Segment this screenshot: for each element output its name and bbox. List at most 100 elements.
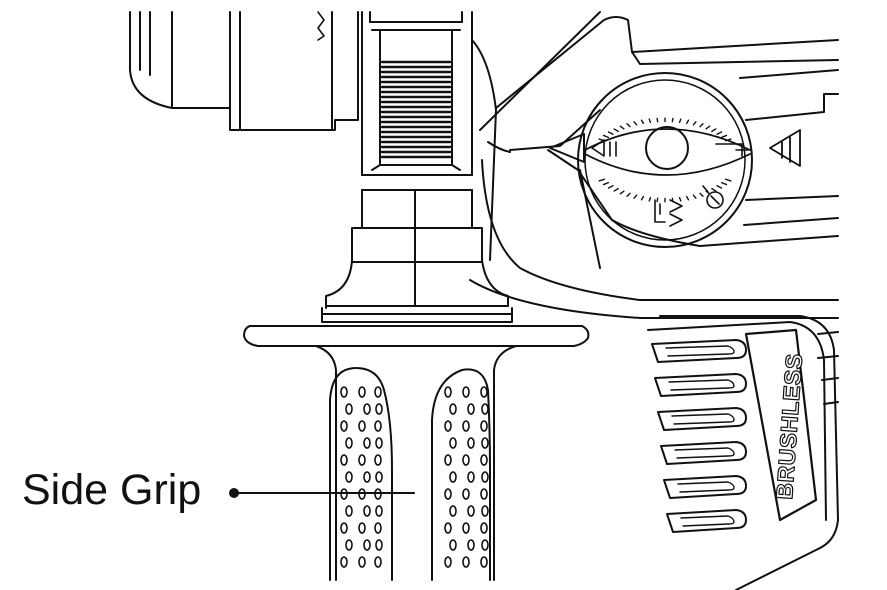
dial-tooth	[656, 197, 659, 203]
dial-tooth	[626, 192, 631, 197]
dial-tooth	[648, 196, 652, 202]
grip-fin-inner	[674, 447, 735, 459]
dial-tooth	[619, 190, 625, 195]
texture-dot	[462, 522, 470, 534]
dial-tooth	[671, 117, 674, 123]
dial-tooth	[716, 131, 723, 135]
texture-dot	[462, 420, 470, 432]
texture-dot	[345, 539, 353, 551]
dial-tooth	[602, 134, 610, 139]
dial-tooth	[678, 118, 682, 124]
texture-dot	[481, 471, 489, 483]
texture-dot	[449, 471, 457, 483]
dial-tooth	[699, 192, 704, 197]
dial-tooth	[607, 131, 614, 135]
dial-tooth	[699, 123, 704, 128]
grip-fin	[657, 407, 747, 431]
dial-tooth	[692, 194, 697, 199]
side-grip-label: Side Grip	[22, 466, 202, 514]
texture-dot	[375, 471, 383, 483]
dial-tooth	[711, 128, 717, 133]
grip-fin-inner	[677, 481, 735, 493]
dial-tooth	[724, 178, 732, 182]
texture-dot	[444, 386, 452, 398]
grip-fin	[666, 509, 747, 533]
texture-dot	[480, 386, 488, 398]
dial-tooth	[692, 121, 697, 126]
texture-dot	[444, 454, 452, 466]
texture-dot	[374, 420, 382, 432]
side-grip-handle	[315, 345, 517, 581]
texture-dot	[374, 522, 382, 534]
dial-tooth	[720, 134, 728, 139]
dial-tooth	[648, 118, 652, 124]
dial-tooth	[619, 125, 625, 130]
texture-dot	[449, 437, 457, 449]
drill-mode-icon	[591, 139, 617, 157]
texture-dot	[363, 471, 371, 483]
grip-fins	[651, 339, 747, 533]
dial-tooth	[626, 123, 631, 128]
texture-dot	[481, 437, 489, 449]
texture-dot	[374, 454, 382, 466]
texture-dot	[374, 556, 382, 568]
motor-housing	[469, 11, 839, 319]
texture-dot	[467, 437, 475, 449]
dial-tooth	[598, 178, 606, 182]
texture-dot	[345, 471, 353, 483]
texture-dot	[358, 556, 366, 568]
texture-dot	[444, 488, 452, 500]
grip-fin-inner	[680, 515, 735, 527]
grip-texture-dots	[340, 386, 489, 568]
texture-dot	[449, 505, 457, 517]
dial-tooth	[716, 185, 723, 189]
front-housing	[129, 11, 359, 131]
texture-dot	[480, 454, 488, 466]
callout-dot	[229, 488, 239, 498]
texture-dot	[340, 556, 348, 568]
texture-dot	[358, 420, 366, 432]
dial-tooth	[711, 187, 717, 192]
side-grip-shaft	[321, 11, 513, 323]
dial-tooth	[678, 196, 682, 202]
dial-tooth	[633, 121, 638, 126]
texture-dot	[467, 539, 475, 551]
texture-dot	[363, 437, 371, 449]
texture-dot	[480, 420, 488, 432]
grip-fin	[660, 441, 747, 465]
grip-fin-inner	[665, 345, 735, 357]
texture-dot	[481, 403, 489, 415]
texture-dot	[345, 505, 353, 517]
texture-dot	[363, 403, 371, 415]
texture-dot	[481, 505, 489, 517]
grip-fin	[663, 475, 747, 499]
grip-fin-inner	[668, 379, 735, 391]
dial-tooth	[602, 181, 610, 186]
texture-dot	[480, 556, 488, 568]
texture-dot	[467, 471, 475, 483]
texture-dot	[444, 522, 452, 534]
mode-selector-dial-icon	[577, 72, 753, 248]
texture-dot	[449, 403, 457, 415]
texture-dot	[462, 454, 470, 466]
grip-fin	[651, 339, 747, 363]
texture-dot	[340, 386, 348, 398]
texture-dot	[358, 522, 366, 534]
dial-tooth	[720, 181, 728, 186]
texture-dot	[375, 403, 383, 415]
dial-tooth	[633, 194, 638, 199]
grip-flange	[243, 325, 590, 347]
texture-dot	[462, 386, 470, 398]
texture-dot	[462, 556, 470, 568]
texture-dot	[480, 488, 488, 500]
texture-dot	[375, 437, 383, 449]
texture-dot	[363, 539, 371, 551]
brushless-grip: BRUSHLESS	[647, 315, 839, 590]
knurled-collar	[380, 60, 452, 159]
texture-dot	[345, 403, 353, 415]
texture-dot	[480, 522, 488, 534]
texture-dot	[340, 522, 348, 534]
dial-tooth	[685, 195, 690, 201]
texture-dot	[374, 386, 382, 398]
